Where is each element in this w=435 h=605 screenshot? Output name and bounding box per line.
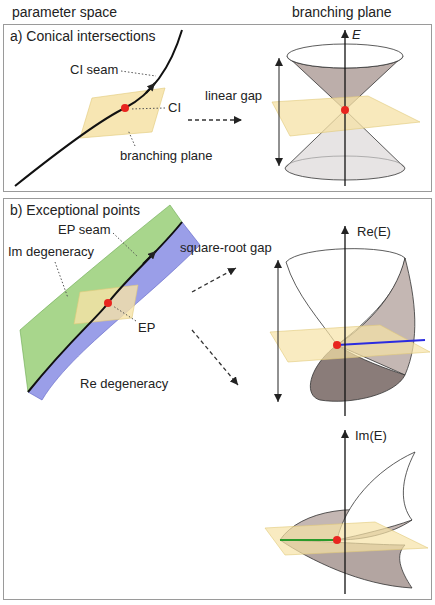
dashed-arrow	[192, 330, 238, 385]
panel-heading: b) Exceptional points	[4, 199, 146, 222]
dashed-arrow	[188, 119, 242, 120]
leader-line	[113, 233, 138, 257]
annotation-label: E	[352, 27, 361, 43]
annotation-label: branching plane	[120, 148, 213, 164]
branching-plane	[270, 325, 430, 362]
gap-arrow	[278, 260, 279, 402]
annotation-label: Re degeneracy	[80, 376, 168, 392]
re-degeneracy-line	[337, 340, 425, 345]
annotation-label: parameter space	[12, 4, 117, 20]
ci-point	[341, 106, 349, 114]
annotation-label: Re(E)	[357, 224, 391, 240]
ep-point	[104, 299, 112, 307]
annotation-label: linear gap	[205, 88, 262, 104]
panel-heading: a) Conical intersections	[4, 25, 162, 48]
annotation-label: EP	[138, 320, 155, 336]
annotation-label: Im degeneracy	[8, 244, 94, 260]
branching-plane	[80, 88, 165, 138]
annotation-label: Im(E)	[355, 428, 387, 444]
ep-point	[333, 341, 341, 349]
re-energy-axis	[344, 226, 345, 416]
annotation-label: square-root gap	[180, 240, 272, 256]
leader-line	[55, 262, 68, 298]
panel-box: a) Conical intersections	[3, 24, 432, 192]
branching-plane	[265, 522, 428, 555]
im-energy-axis	[344, 430, 345, 594]
leader-line	[121, 71, 156, 76]
ci-point	[121, 104, 129, 112]
branching-plane	[74, 285, 138, 324]
seam-direction-arrow	[146, 83, 155, 93]
annotation-label: CI seam	[70, 62, 118, 78]
leader-line	[128, 130, 135, 146]
dashed-arrow	[192, 268, 236, 292]
gap-arrow	[279, 58, 280, 166]
annotation-label: branching plane	[292, 4, 392, 20]
seam-direction-arrow	[143, 251, 156, 264]
im-degeneracy-surface	[20, 205, 182, 392]
annotation-label: CI	[168, 100, 181, 116]
leader-line	[130, 108, 165, 109]
branching-plane	[272, 96, 420, 136]
leader-line	[113, 306, 136, 321]
im-degeneracy-line	[280, 539, 337, 541]
ep-point	[333, 536, 341, 544]
annotation-label: EP seam	[58, 222, 111, 238]
